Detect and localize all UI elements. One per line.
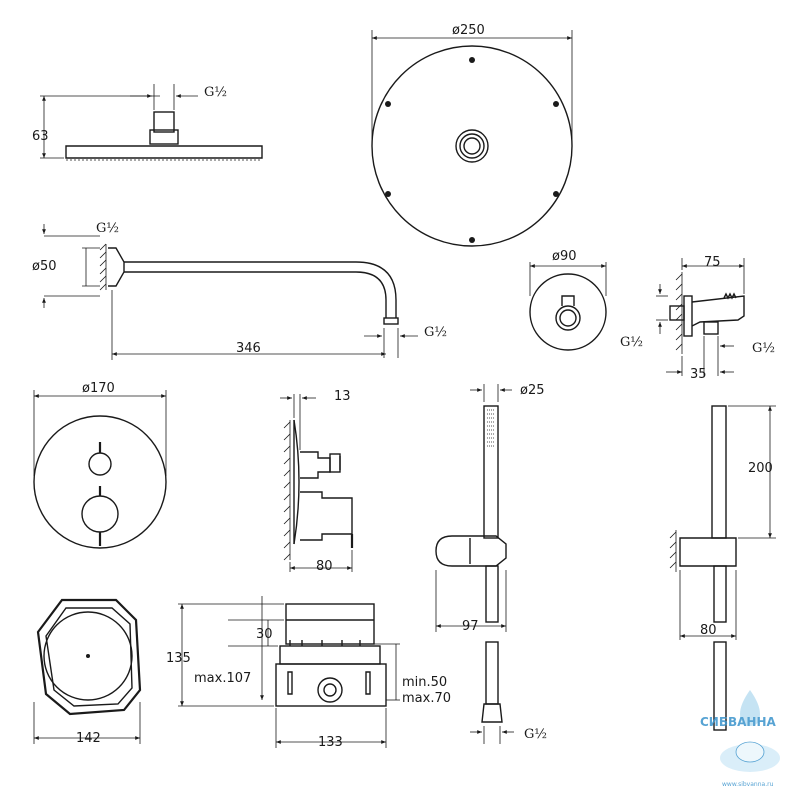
watermark-brand: СИБВАННА <box>700 715 777 729</box>
holder-with-outlet: 75 G½ G½ 35 <box>620 255 775 382</box>
handshower-depth-label: 97 <box>462 619 479 634</box>
handshower-diameter-label: ø25 <box>520 383 545 398</box>
head-diameter-label: ø250 <box>452 23 485 38</box>
holder-depth-label: 75 <box>704 255 721 270</box>
built-in-box-front: 142 <box>33 598 142 746</box>
shower-head-top-view: ø250 <box>371 23 573 247</box>
holder-thread-right-label: G½ <box>752 341 775 356</box>
box-height-label: 135 <box>166 651 191 666</box>
box-depth-label: 133 <box>318 735 343 750</box>
hand-shower-side: ø25 97 <box>435 383 545 634</box>
holder-thread-left-label: G½ <box>620 335 643 350</box>
sibvanna-watermark: СИБВАННА www.sibvanna.ru <box>700 690 780 788</box>
box-step-label: 30 <box>256 627 273 642</box>
arm-length-label: 346 <box>236 341 261 356</box>
arm-thread-top-label: G½ <box>96 221 119 236</box>
rail-depth-label: 80 <box>700 623 717 638</box>
valve-depth-top-label: 13 <box>334 389 351 404</box>
thermostatic-valve-front: ø170 <box>33 381 167 549</box>
box-min-label: min.50 <box>402 675 447 690</box>
holder-offset-label: 35 <box>690 367 707 382</box>
wall-outlet: ø90 <box>529 249 607 351</box>
head-height-label: 63 <box>32 129 49 144</box>
arm-thread-bottom-label: G½ <box>424 325 447 340</box>
hose-thread-label: G½ <box>524 727 547 742</box>
shower-head-side-view: G½ 63 <box>32 84 263 161</box>
valve-diameter-label: ø170 <box>82 381 115 396</box>
rail-height-label: 200 <box>748 461 773 476</box>
built-in-box-side: 135 30 max.107 min.50 max.70 133 <box>166 596 451 750</box>
valve-depth-bottom-label: 80 <box>316 559 333 574</box>
outlet-diameter-label: ø90 <box>552 249 577 264</box>
head-thread-label: G½ <box>204 85 227 100</box>
shower-arm: G½ ø50 G½ 346 <box>32 221 447 360</box>
arm-flange-label: ø50 <box>32 259 57 274</box>
box-max-depth-label: max.107 <box>194 671 251 686</box>
shower-hose: G½ <box>470 641 547 744</box>
thermostatic-valve-side: 13 80 <box>280 389 354 574</box>
box-width-label: 142 <box>76 731 101 746</box>
rail-holder-side: 200 80 <box>669 405 776 731</box>
watermark-url: www.sibvanna.ru <box>722 781 774 788</box>
box-max-label: max.70 <box>402 691 451 706</box>
